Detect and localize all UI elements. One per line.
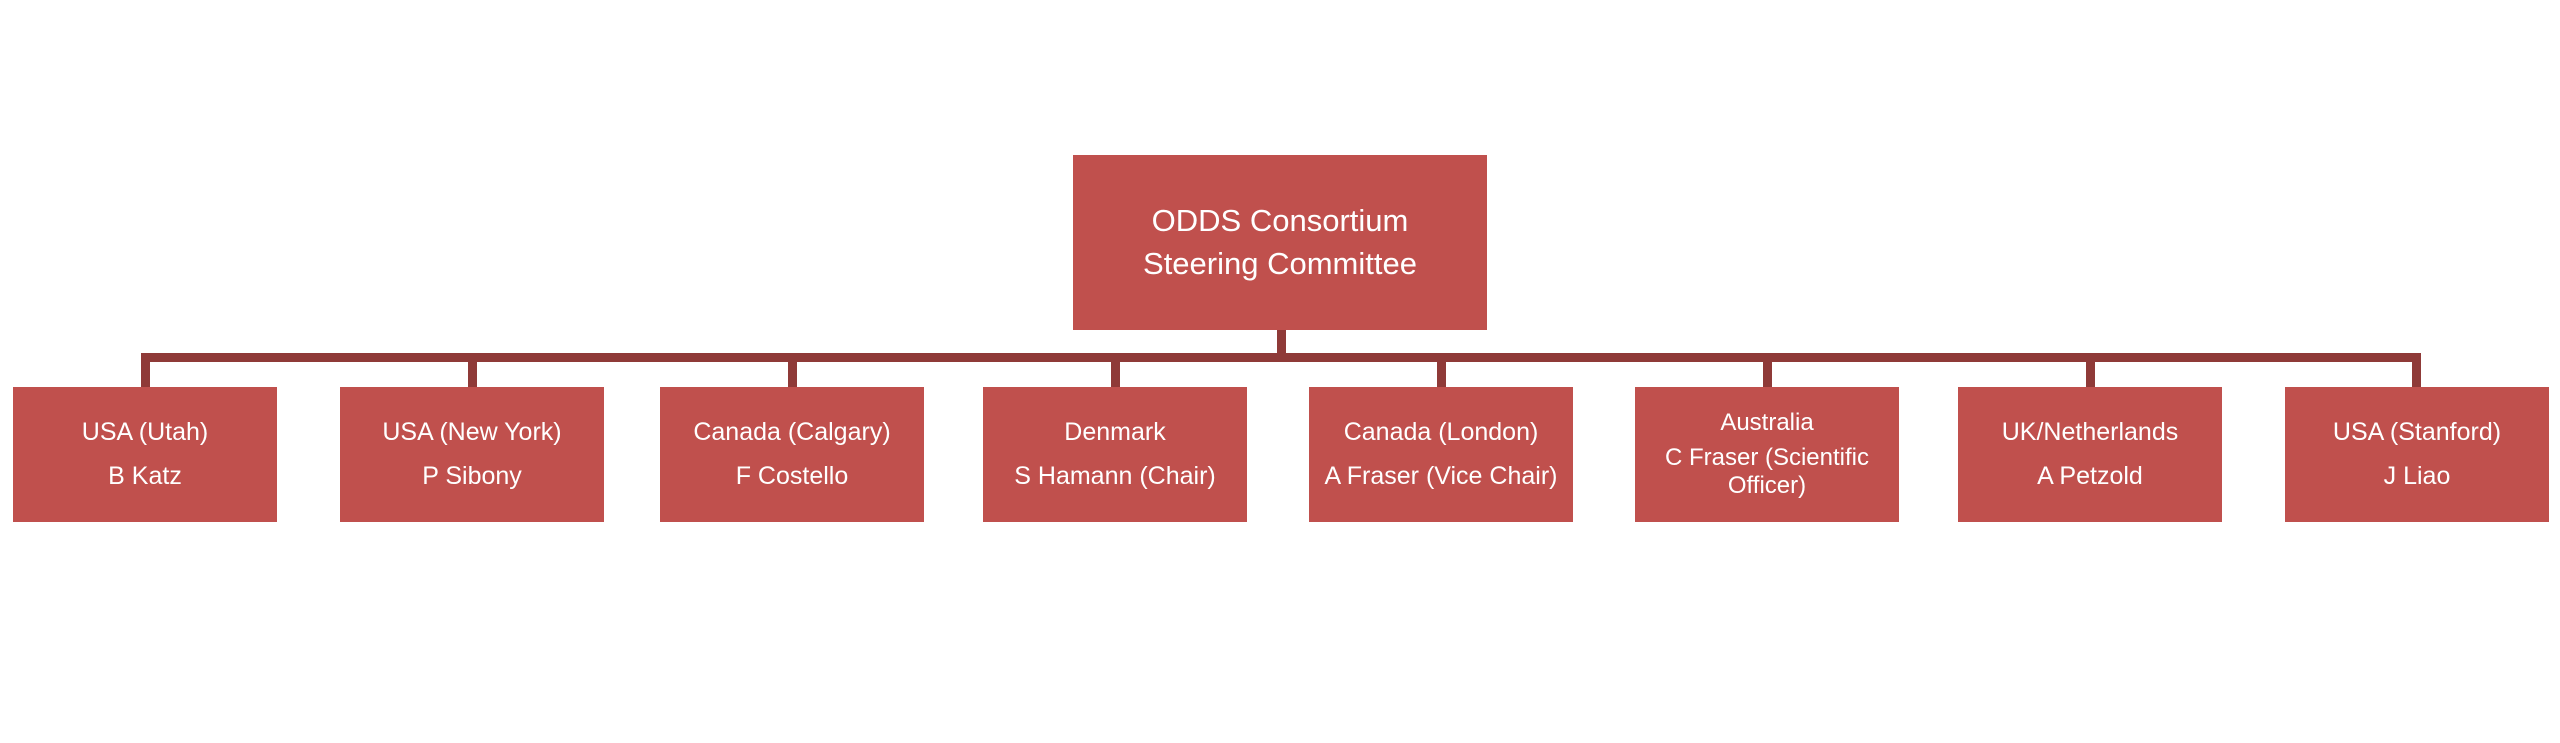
connector-root-stub [1277, 330, 1286, 359]
node-child-member: S Hamann (Chair) [1014, 462, 1216, 490]
node-child-region: UK/Netherlands [2001, 418, 2179, 446]
node-root-line-2: Steering Committee [1143, 245, 1417, 281]
connector-drop-4 [1111, 353, 1120, 387]
node-child-usa-utah[interactable]: USA (Utah) B Katz [13, 387, 277, 522]
node-child-member: F Costello [735, 462, 849, 490]
node-child-canada-london[interactable]: Canada (London) A Fraser (Vice Chair) [1309, 387, 1573, 522]
node-child-region: Canada (Calgary) [693, 418, 891, 446]
connector-drop-1 [141, 353, 150, 387]
node-child-member: B Katz [108, 462, 182, 490]
connector-horizontal-bus [143, 353, 2420, 362]
node-root-line-1: ODDS Consortium [1151, 202, 1409, 238]
node-child-canada-calgary[interactable]: Canada (Calgary) F Costello [660, 387, 924, 522]
connector-drop-2 [468, 353, 477, 387]
node-child-region: USA (Utah) [81, 418, 209, 446]
node-child-denmark[interactable]: Denmark S Hamann (Chair) [983, 387, 1247, 522]
node-child-region: Denmark [1064, 418, 1166, 446]
node-child-region: Canada (London) [1343, 418, 1539, 446]
connector-drop-8 [2412, 353, 2421, 387]
node-child-australia[interactable]: Australia C Fraser (Scientific Officer) [1635, 387, 1899, 522]
node-child-uk-netherlands[interactable]: UK/Netherlands A Petzold [1958, 387, 2222, 522]
node-child-region: USA (New York) [382, 418, 562, 446]
node-child-member: A Petzold [2037, 462, 2143, 490]
node-child-region: USA (Stanford) [2332, 418, 2502, 446]
node-child-member: A Fraser (Vice Chair) [1324, 462, 1558, 490]
node-child-usa-new-york[interactable]: USA (New York) P Sibony [340, 387, 604, 522]
connector-drop-7 [2086, 353, 2095, 387]
connector-drop-6 [1763, 353, 1772, 387]
node-child-member: P Sibony [422, 462, 522, 490]
node-child-member: C Fraser (Scientific Officer) [1664, 443, 1870, 500]
node-child-member: J Liao [2383, 462, 2451, 490]
node-root-steering-committee[interactable]: ODDS Consortium Steering Committee [1073, 155, 1487, 330]
connector-drop-3 [788, 353, 797, 387]
node-child-usa-stanford[interactable]: USA (Stanford) J Liao [2285, 387, 2549, 522]
node-child-region: Australia [1720, 408, 1814, 436]
connector-drop-5 [1437, 353, 1446, 387]
